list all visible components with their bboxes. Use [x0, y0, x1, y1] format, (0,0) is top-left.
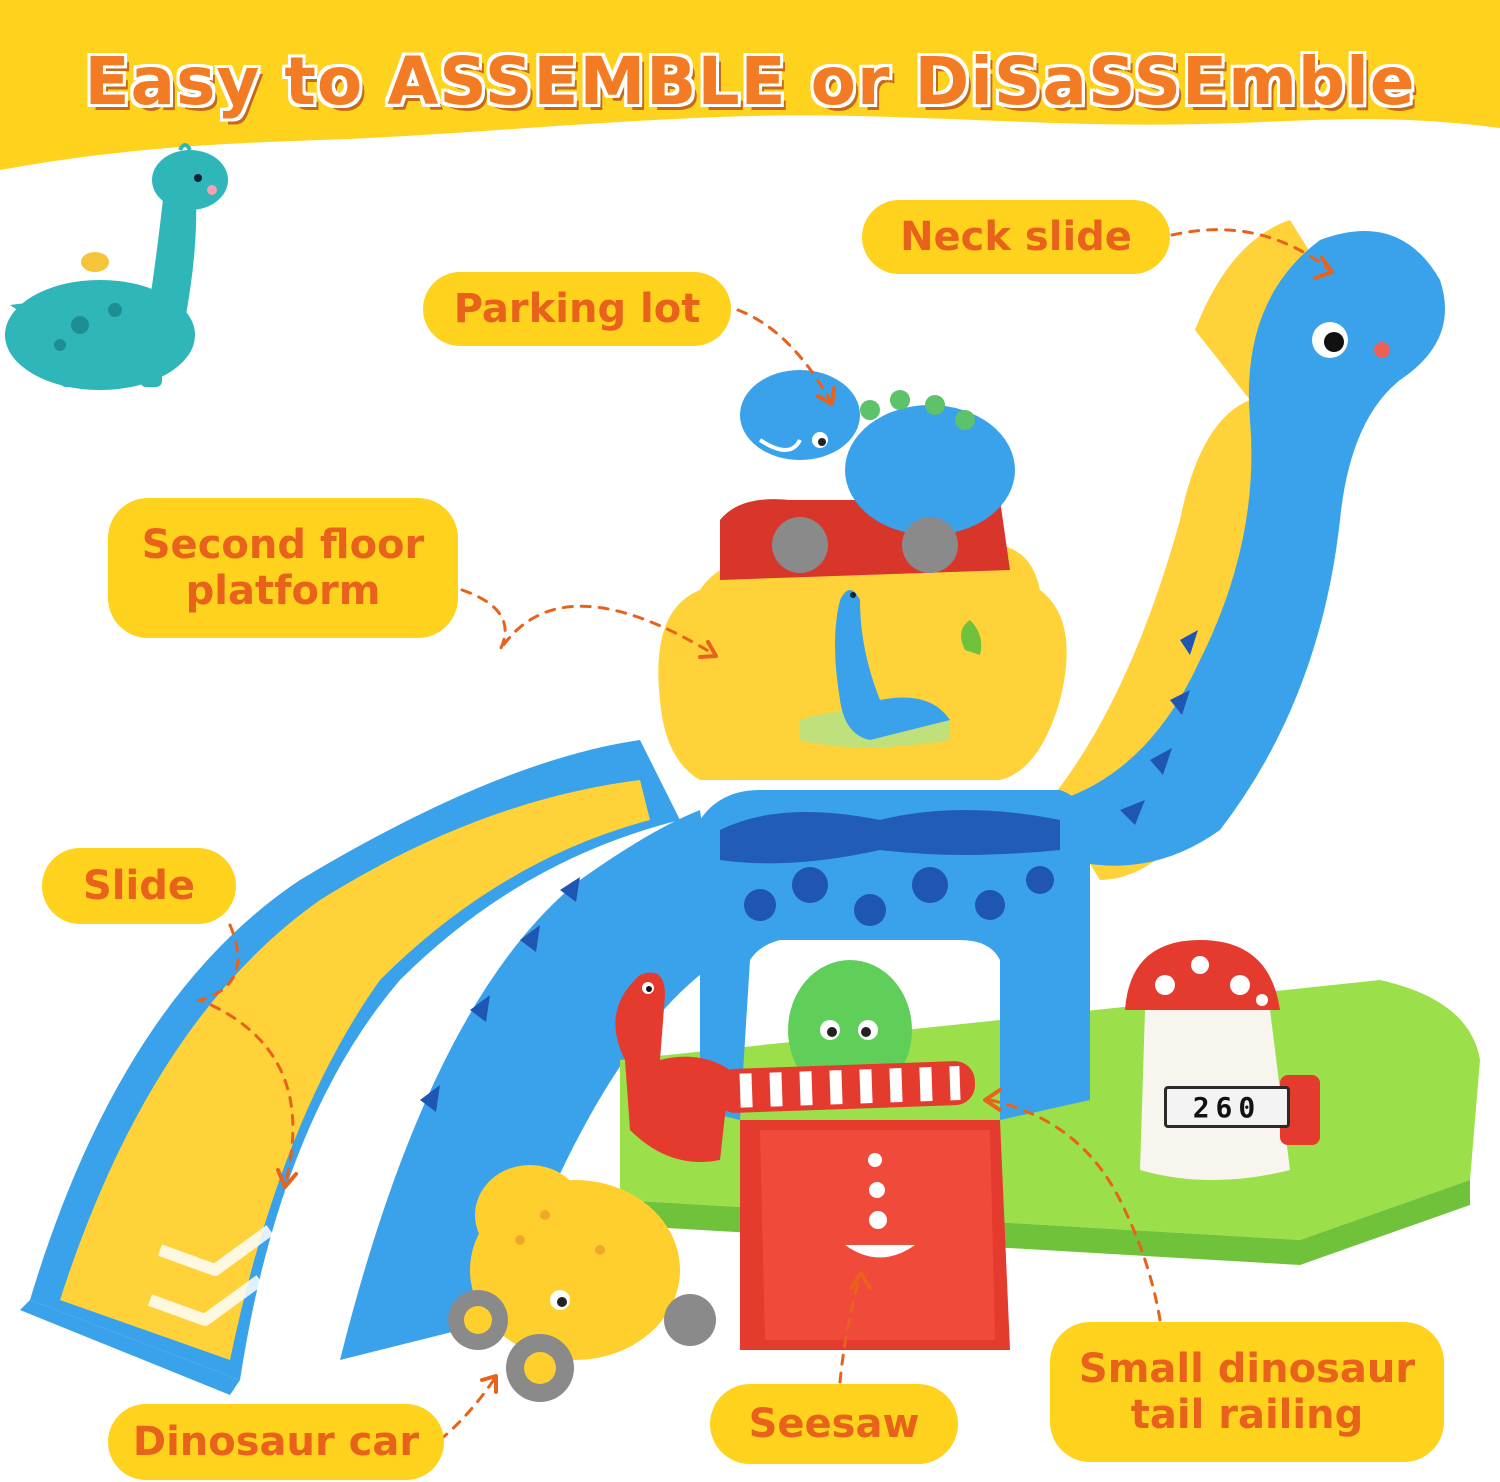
- header-banner: [0, 0, 1500, 170]
- gas-pump-counter: 260: [1164, 1086, 1290, 1128]
- label-parking-lot: Parking lot: [423, 272, 731, 346]
- brontosaurus-with-bird-icon: [5, 143, 228, 390]
- arrow-slide: [195, 923, 295, 1187]
- middle-slide: [340, 810, 720, 1360]
- arrowhead-dinosaur-car: [480, 1374, 498, 1394]
- tail-railing-barrier: [615, 972, 976, 1162]
- label-small-dinosaur-tail-railing: Small dinosaur tail railing: [1050, 1322, 1444, 1462]
- red-ramp: [740, 1120, 1010, 1350]
- arrowhead-slide: [276, 1168, 298, 1189]
- arrowhead-seesaw: [850, 1271, 872, 1290]
- label-tail-railing-line2: tail railing: [1130, 1392, 1364, 1438]
- label-dinosaur-car: Dinosaur car: [108, 1404, 444, 1480]
- mushroom-station: [1125, 940, 1320, 1180]
- label-second-floor-platform: Second floor platform: [108, 498, 458, 638]
- label-dinosaur-car-text: Dinosaur car: [132, 1419, 420, 1465]
- label-slide-text: Slide: [83, 863, 195, 909]
- label-second-floor-line2: platform: [185, 568, 381, 614]
- arrowhead-tail-railing: [983, 1088, 1002, 1112]
- garage-body: [700, 790, 1090, 1120]
- headline-title: Easy to ASSEMBLE or DiSaSSEmble: [84, 43, 1416, 120]
- label-neck-slide: Neck slide: [862, 200, 1170, 274]
- arrowhead-parking-lot: [816, 386, 836, 406]
- yellow-dinosaur-car: [448, 1165, 716, 1402]
- arrow-tail-railing: [988, 1098, 1162, 1322]
- label-parking-lot-text: Parking lot: [453, 286, 701, 332]
- arrow-seesaw: [838, 1273, 862, 1384]
- arrow-second-floor: [460, 588, 717, 657]
- blue-dinosaur-car: [740, 370, 1015, 573]
- label-tail-railing-line1: Small dinosaur: [1078, 1346, 1416, 1392]
- arrow-dinosaur-car: [438, 1376, 497, 1442]
- left-slide: [20, 740, 680, 1395]
- label-seesaw: Seesaw: [710, 1384, 958, 1464]
- label-second-floor-line1: Second floor: [141, 522, 425, 568]
- arrow-neck-slide: [1170, 228, 1332, 272]
- label-neck-slide-text: Neck slide: [900, 214, 1132, 260]
- arrowhead-neck-slide: [1313, 256, 1334, 280]
- label-slide: Slide: [42, 848, 236, 924]
- arrowhead-second-floor: [698, 640, 718, 659]
- label-seesaw-text: Seesaw: [748, 1401, 920, 1447]
- second-floor-platform: [658, 530, 1067, 780]
- arrow-parking-lot: [736, 308, 832, 402]
- neck-slide: [1050, 220, 1445, 880]
